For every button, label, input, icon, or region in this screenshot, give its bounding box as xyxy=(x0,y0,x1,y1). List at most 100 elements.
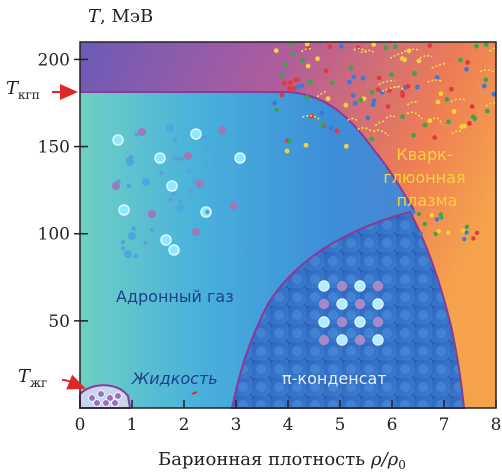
quark-particle xyxy=(464,224,470,230)
hadron-particle-small xyxy=(241,251,246,257)
hadron-particle xyxy=(142,178,150,186)
hadron-particle-small xyxy=(216,210,221,216)
quark-particle xyxy=(351,74,357,80)
condensate-lattice xyxy=(318,280,384,346)
gluon-string xyxy=(302,114,320,120)
quark-particle xyxy=(444,96,450,102)
quark-particle xyxy=(287,139,292,145)
liquid-nucleon xyxy=(106,394,114,402)
x-tick-label: 4 xyxy=(283,415,294,435)
quark-particle xyxy=(300,57,305,63)
x-tick-label: 0 xyxy=(75,415,86,435)
quark-particle xyxy=(422,221,428,227)
quark-particle xyxy=(429,213,434,218)
gluon-string xyxy=(316,90,328,98)
quark-particle xyxy=(350,92,356,98)
quark-particle xyxy=(438,212,443,217)
gluon-string xyxy=(353,47,367,54)
hadron-particle xyxy=(148,210,156,218)
quark-particle xyxy=(303,142,309,148)
quark-particle xyxy=(405,83,411,89)
quark-particle xyxy=(481,83,487,89)
condensate-node xyxy=(372,316,384,328)
hadron-particle xyxy=(166,124,174,132)
quark-particle xyxy=(464,66,469,72)
quark-particle xyxy=(438,91,444,97)
quark-particle xyxy=(274,107,280,113)
quark-particle xyxy=(358,97,364,103)
quark-particle xyxy=(304,94,310,100)
hadron-particle-small xyxy=(143,240,148,246)
hadron-particle xyxy=(124,250,132,258)
quark-particle xyxy=(319,122,325,127)
quark-particle xyxy=(432,135,438,141)
quark-particle xyxy=(369,136,375,142)
quark-particle xyxy=(402,57,408,63)
hadron-particles xyxy=(112,124,248,259)
quark-particle xyxy=(295,84,301,90)
quark-particle xyxy=(388,72,394,78)
pi-condensate-label: π-конденсат xyxy=(282,369,387,388)
quark-particle xyxy=(474,43,479,49)
quark-particle xyxy=(472,116,478,121)
liquid-nucleon xyxy=(88,394,96,402)
gluon-string xyxy=(489,47,499,52)
quark-particle xyxy=(305,63,311,69)
gluon-string xyxy=(419,55,433,59)
quark-particle xyxy=(348,65,354,71)
quark-particle xyxy=(375,87,381,93)
hadron-particle-small xyxy=(128,154,134,160)
liquid-nucleon xyxy=(111,399,119,407)
hadron-particle-small xyxy=(159,171,164,176)
hadron-particle-small xyxy=(131,226,136,231)
quark-particle xyxy=(446,119,451,125)
quark-particle xyxy=(338,43,344,49)
gluon-string xyxy=(378,79,395,86)
quark-particle xyxy=(273,48,279,54)
condensate-node xyxy=(336,334,348,346)
quark-particle xyxy=(386,87,392,93)
gluon-string xyxy=(406,111,423,120)
quark-particle xyxy=(315,56,320,62)
hadron-particle xyxy=(218,126,226,134)
qgp-label: Кварк- глюонная плазма xyxy=(383,145,470,210)
quark-particle xyxy=(460,228,466,233)
quark-particle xyxy=(471,236,476,241)
quark-particle xyxy=(282,80,287,86)
quark-particle xyxy=(491,91,497,97)
quark-particle xyxy=(427,118,433,124)
hadron-particle-small xyxy=(171,191,177,197)
gluon-string xyxy=(451,130,463,135)
gluon-string xyxy=(381,85,399,93)
quark-particle xyxy=(436,228,441,234)
t-lg-arrow xyxy=(61,374,86,390)
quark-particle xyxy=(371,42,377,47)
hadron-particle-small xyxy=(178,198,183,204)
gluon-string xyxy=(485,102,497,107)
quark-particle xyxy=(360,75,366,81)
x-tick-label: 6 xyxy=(387,415,398,435)
quark-particle xyxy=(392,44,398,50)
quark-particle xyxy=(304,41,310,47)
y-tick-label: 150 xyxy=(38,138,70,158)
hadron-particle xyxy=(184,152,192,160)
liquid-nucleon xyxy=(102,399,110,407)
quark-particle xyxy=(347,79,352,85)
hadron-particle xyxy=(160,234,172,246)
quark-particle xyxy=(284,148,290,154)
hadron-particle xyxy=(190,128,202,140)
phase-boundary xyxy=(80,91,415,211)
quark-particle xyxy=(427,43,433,48)
quark-particle xyxy=(434,75,440,80)
hadron-particle xyxy=(112,182,120,190)
hadron-particle xyxy=(196,180,204,188)
condensate-node xyxy=(318,334,330,346)
condensate-node xyxy=(372,280,384,292)
hadron-particle-small xyxy=(179,156,184,161)
quark-particle xyxy=(464,230,469,235)
t-lg-label: Tжг xyxy=(18,366,47,390)
quark-particle xyxy=(435,99,441,105)
condensate-node xyxy=(336,298,348,310)
